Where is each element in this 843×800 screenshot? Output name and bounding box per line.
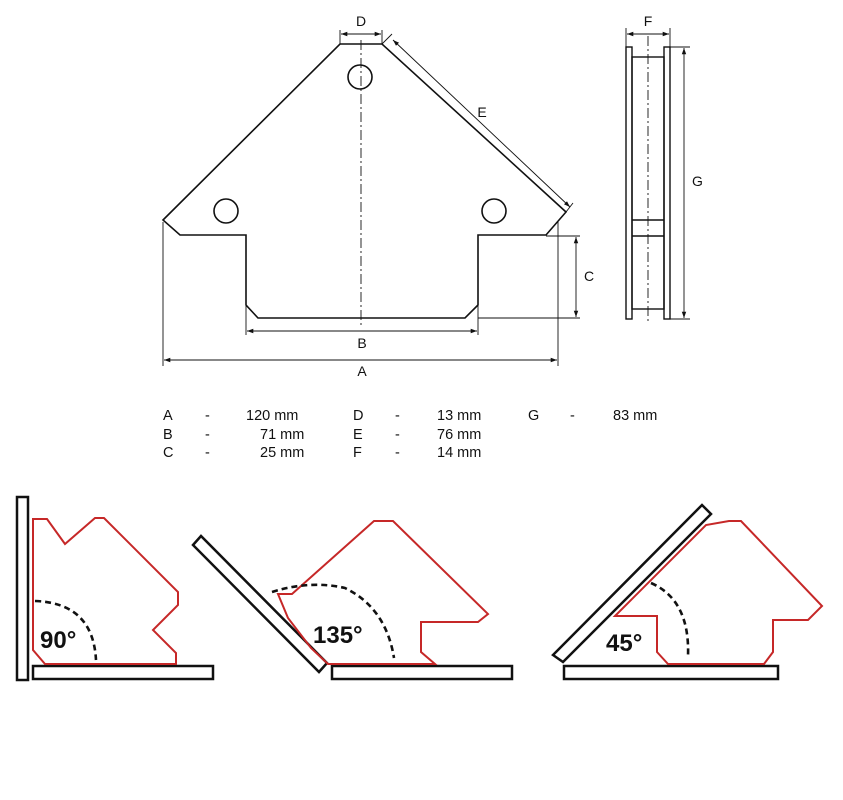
angle-arc-90 bbox=[34, 599, 98, 661]
workpiece-inclined bbox=[191, 534, 329, 674]
workpiece-vertical bbox=[15, 495, 30, 682]
dimension-lines bbox=[162, 30, 580, 366]
magnet-outline bbox=[161, 43, 568, 319]
spec-dash: - bbox=[205, 408, 210, 424]
spec-dash: - bbox=[205, 445, 210, 461]
magnet-front-view bbox=[161, 40, 568, 325]
spec-letter: A bbox=[163, 408, 173, 424]
magnet-side-view bbox=[625, 28, 690, 324]
spec-dash: - bbox=[395, 445, 400, 461]
angle-label-90: 90° bbox=[40, 627, 76, 654]
spec-value: 76 mm bbox=[437, 427, 481, 443]
side-plate-right bbox=[663, 46, 671, 320]
usage-135-degree: 135° bbox=[191, 520, 514, 681]
spec-dash: - bbox=[205, 427, 210, 443]
magnet-outline-45 bbox=[612, 520, 824, 665]
angle-arc-135 bbox=[271, 583, 396, 659]
dimension-label-c: C bbox=[584, 268, 594, 284]
angle-arc-45 bbox=[650, 581, 690, 657]
mount-hole-top bbox=[347, 64, 373, 90]
angle-label-135: 135° bbox=[313, 622, 363, 649]
spec-dash: - bbox=[570, 408, 575, 424]
spec-letter: B bbox=[163, 427, 173, 443]
spec-value: 13 mm bbox=[437, 408, 481, 424]
spec-value: 83 mm bbox=[613, 408, 657, 424]
workpiece-base bbox=[562, 664, 780, 681]
spec-value: 14 mm bbox=[437, 445, 481, 461]
usage-45-degree: 45° bbox=[551, 503, 824, 681]
spec-letter: D bbox=[353, 408, 363, 424]
dimension-e-line bbox=[392, 39, 571, 208]
spec-value: 71 mm bbox=[260, 427, 304, 443]
dimension-label-d: D bbox=[356, 13, 366, 29]
dimension-label-g: G bbox=[692, 173, 703, 189]
spec-letter: C bbox=[163, 445, 173, 461]
dimension-label-f: F bbox=[644, 13, 653, 29]
spec-dash: - bbox=[395, 408, 400, 424]
side-plate-left bbox=[625, 46, 633, 320]
spec-letter: F bbox=[353, 445, 362, 461]
spec-letter: G bbox=[528, 408, 539, 424]
dimension-label-e: E bbox=[477, 104, 486, 120]
dimension-label-a: A bbox=[357, 363, 367, 379]
spec-letter: E bbox=[353, 427, 363, 443]
angle-label-45: 45° bbox=[606, 630, 642, 657]
spec-dash: - bbox=[395, 427, 400, 443]
spec-value: 25 mm bbox=[260, 445, 304, 461]
dimension-label-b: B bbox=[357, 335, 366, 351]
workpiece-base bbox=[31, 664, 215, 681]
spec-value: 120 mm bbox=[246, 408, 298, 424]
mount-hole-left bbox=[213, 198, 239, 224]
spec-table: A - 120 mm B - 71 mm C - 25 mm D - 13 mm… bbox=[163, 408, 657, 461]
workpiece-base bbox=[330, 664, 514, 681]
workpiece-inclined bbox=[551, 503, 713, 664]
magnet-outline-90 bbox=[32, 517, 179, 665]
magnet-outline-135 bbox=[276, 520, 490, 665]
usage-90-degree: 90° bbox=[15, 495, 215, 682]
mount-hole-right bbox=[481, 198, 507, 224]
